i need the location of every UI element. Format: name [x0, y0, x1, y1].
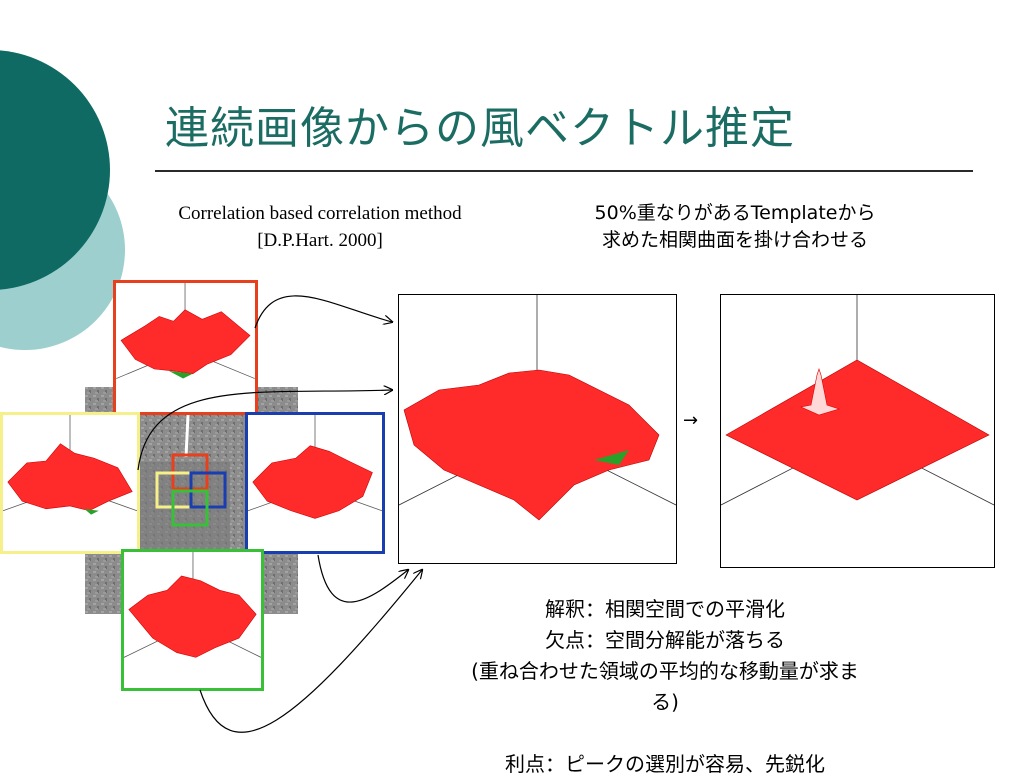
note-drawback: 欠点：空間分解能が落ちる — [545, 628, 785, 652]
note-advantage: 利点：ピークの選別が容易、先鋭化 — [505, 752, 825, 776]
method-caption: Correlation based correlation method [D.… — [120, 200, 520, 254]
green-window-box — [171, 489, 209, 527]
correlation-thumbnail-bottom — [121, 549, 264, 691]
method-name: Correlation based correlation method — [178, 203, 462, 224]
correlation-thumbnail-top — [113, 280, 258, 415]
combined-correlation-surface — [398, 294, 677, 564]
notes-block: 解釈：相関空間での平滑化 欠点：空間分解能が落ちる (重ね合わせた領域の平均的な… — [410, 594, 920, 780]
correlation-thumbnail-right — [245, 412, 385, 554]
template-caption-line1: 50%重なりがあるTemplateから — [594, 202, 876, 224]
result-arrow: → — [683, 410, 699, 431]
dark-teal-circle — [0, 50, 110, 290]
method-citation: [D.P.Hart. 2000] — [257, 230, 383, 251]
note-drawback-detail-2: る) — [651, 690, 679, 714]
note-interpretation: 解釈：相関空間での平滑化 — [545, 597, 785, 621]
note-drawback-detail-1: (重ね合わせた領域の平均的な移動量が求ま — [471, 659, 859, 683]
template-caption-line2: 求めた相関曲面を掛け合わせる — [601, 229, 868, 251]
correlation-thumbnail-left — [0, 412, 140, 554]
slide-title: 連続画像からの風ベクトル推定 — [165, 103, 795, 154]
template-caption: 50%重なりがあるTemplateから 求めた相関曲面を掛け合わせる — [540, 200, 930, 254]
peak-correlation-surface — [720, 294, 995, 568]
title-underline — [155, 170, 973, 172]
